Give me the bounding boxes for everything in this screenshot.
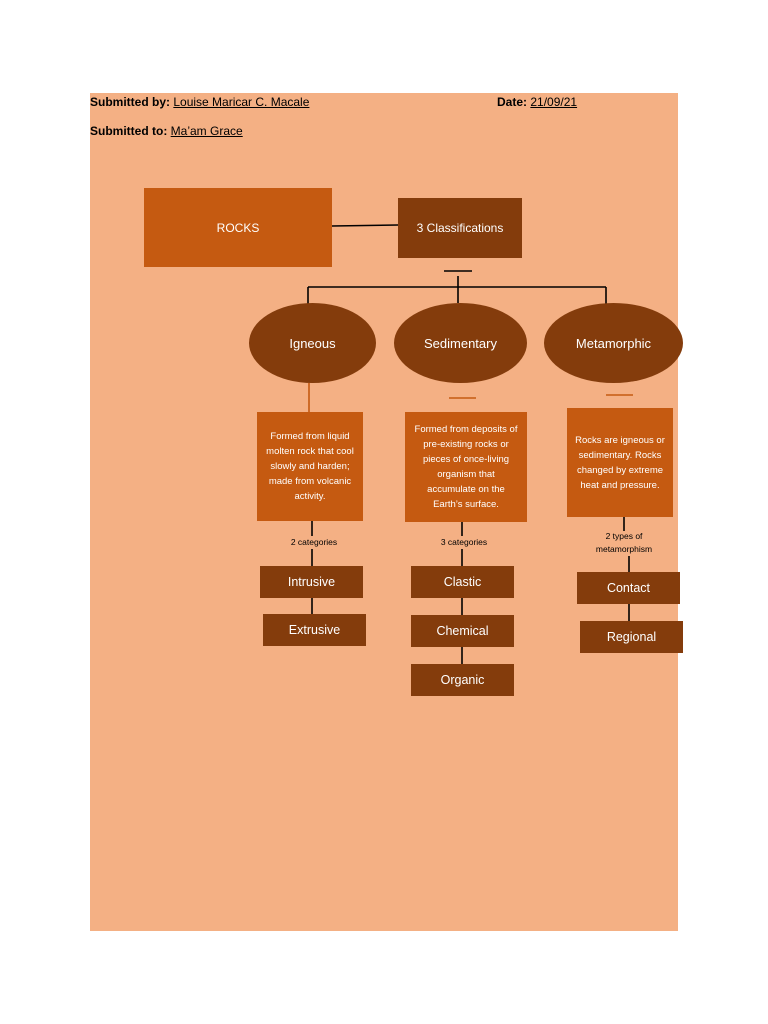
organic-box: Organic (411, 664, 514, 696)
submitted-to-value: Ma’am Grace (170, 124, 243, 138)
submitted-by-label: Submitted by: (90, 95, 170, 109)
regional-box: Regional (580, 621, 683, 653)
clastic-box: Clastic (411, 566, 514, 598)
chemical-box: Chemical (411, 615, 514, 647)
rocks-box: ROCKS (144, 188, 332, 267)
submitted-by-value: Louise Maricar C. Macale (173, 95, 310, 109)
igneous-node: Igneous (249, 303, 376, 383)
connector-root-to-classifications (331, 224, 399, 227)
igneous-category-count: 2 categories (290, 537, 338, 547)
submitted-by-line: Submitted by: Louise Maricar C. Macale (90, 95, 309, 109)
submitted-to-label: Submitted to: (90, 124, 168, 138)
submitted-to-line: Submitted to: Ma’am Grace (90, 124, 243, 138)
date-value: 21/09/21 (530, 95, 578, 109)
extrusive-box: Extrusive (263, 614, 366, 646)
contact-box: Contact (577, 572, 680, 604)
date-label: Date: (497, 95, 528, 109)
igneous-description: Formed from liquid molten rock that cool… (257, 412, 363, 521)
sedimentary-node: Sedimentary (394, 303, 527, 383)
sedimentary-description: Formed from deposits of pre-existing roc… (405, 412, 527, 522)
intrusive-box: Intrusive (260, 566, 363, 598)
classifications-box: 3 Classifications (398, 198, 522, 258)
date-line: Date: 21/09/21 (497, 95, 577, 109)
metamorphic-description: Rocks are igneous or sedimentary. Rocks … (567, 408, 673, 517)
metamorphic-node: Metamorphic (544, 303, 683, 383)
sedimentary-category-count: 3 categories (440, 537, 488, 547)
metamorphic-category-count: 2 types of metamorphism (595, 531, 653, 554)
